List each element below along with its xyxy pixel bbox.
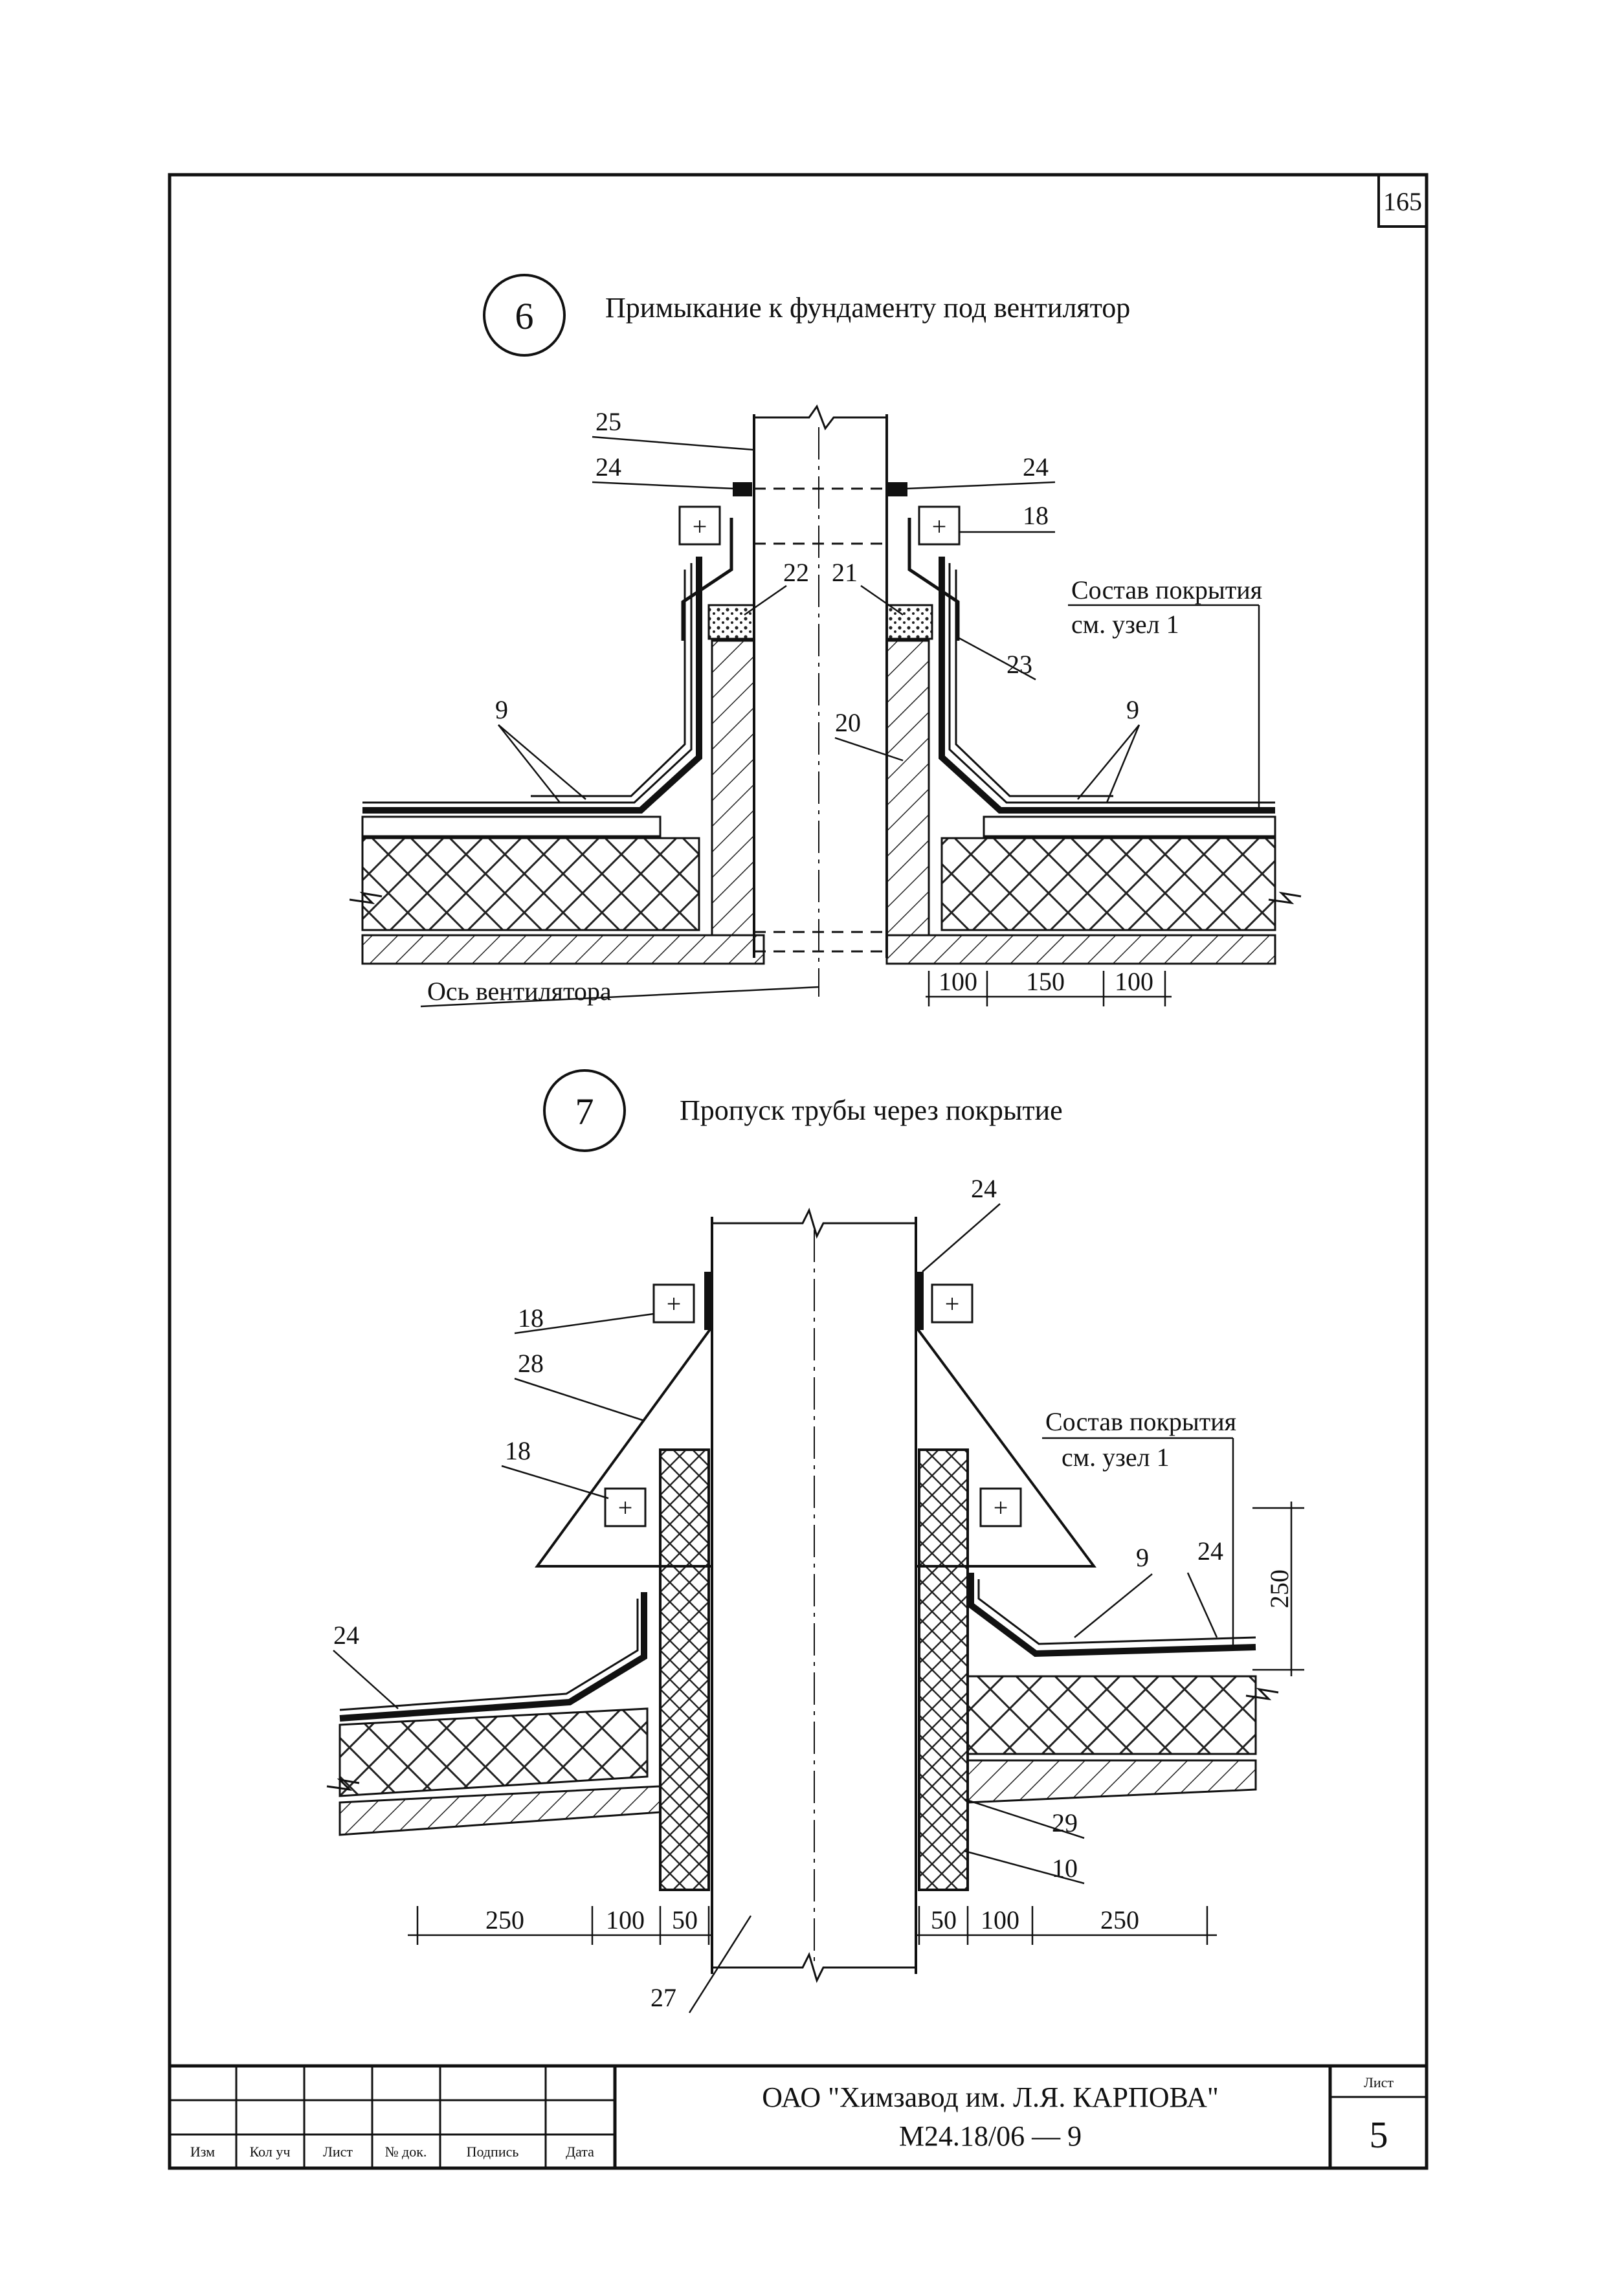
d6-note-line2: см. узел 1 xyxy=(1071,610,1179,639)
d7-membrane-right xyxy=(968,1573,1256,1658)
d7-callout-29: 29 xyxy=(1052,1808,1078,1837)
d7-clamp-mid-right xyxy=(979,1487,1022,1527)
stamp-header-list: Лист xyxy=(323,2144,353,2160)
d6-callout-25: 25 xyxy=(595,407,621,436)
d7-membrane-left xyxy=(339,1592,647,1722)
d7-clamp-mid-left xyxy=(604,1487,647,1527)
d6-screed-right xyxy=(983,815,1276,837)
d7-clamp-top-right xyxy=(931,1283,973,1324)
d7-insulation-right xyxy=(966,1675,1257,1755)
d6-callout-24-left: 24 xyxy=(595,452,621,482)
d6-screed-left xyxy=(361,815,662,837)
d7-dim-right-1: 50 xyxy=(931,1905,957,1935)
d6-callout-9-right: 9 xyxy=(1126,695,1139,724)
d6-clamp-right-plus: + xyxy=(932,512,947,541)
d6-membrane-left xyxy=(362,557,702,814)
d6-callout-18: 18 xyxy=(1023,501,1049,530)
d7-dim-right-3: 250 xyxy=(1100,1905,1139,1935)
stamp-header-date: Дата xyxy=(566,2144,594,2160)
d7-sleeve-right xyxy=(918,1448,969,1891)
d7-slab-right xyxy=(966,1759,1257,1804)
detail-7-title: Пропуск трубы через покрытие xyxy=(680,1094,1063,1126)
d7-callouts: 24 18 28 18 24 9 24 29 10 27 Состав покр… xyxy=(333,1174,1236,2013)
d6-slab-right xyxy=(885,934,1276,965)
d6-clamp-right xyxy=(918,505,961,546)
detail-7: 7 Пропуск трубы через покрытие + + + + xyxy=(326,1069,1304,2013)
d6-callouts: 25 24 24 18 22 21 23 20 9 9 Состав покры… xyxy=(420,407,1262,1008)
title-block: Изм Кол уч Лист № док. Подпись Дата ОАО … xyxy=(168,2064,1429,2170)
d7-callout-24-top: 24 xyxy=(971,1174,997,1203)
detail-6-title: Примыкание к фундаменту под вентилятор xyxy=(605,292,1130,324)
d6-foundation-right xyxy=(885,639,930,937)
stamp-header-doc: № док. xyxy=(385,2144,427,2160)
detail-6: 6 Примыкание к фундаменту под вентилятор xyxy=(349,274,1302,1008)
d7-callout-9: 9 xyxy=(1136,1543,1149,1572)
d7-callout-27: 27 xyxy=(651,1983,676,2012)
d7-callout-18-top: 18 xyxy=(518,1303,544,1333)
d7-callout-24-right: 24 xyxy=(1197,1536,1223,1566)
d6-clamp-left-plus: + xyxy=(693,512,707,541)
stamp-document-code: М24.18/06 — 9 xyxy=(899,2120,1082,2152)
d7-callout-18-mid: 18 xyxy=(505,1436,531,1465)
d6-dimensions: 100 150 100 xyxy=(926,967,1172,1006)
d7-insulation-left xyxy=(339,1707,649,1797)
detail-6-number: 6 xyxy=(515,295,534,337)
d7-callout-24-left: 24 xyxy=(333,1621,359,1650)
stamp-header-sign: Подпись xyxy=(467,2144,519,2160)
sheet-number-box xyxy=(1377,173,1428,228)
svg-text:+: + xyxy=(945,1289,960,1318)
d6-dim-1: 100 xyxy=(939,967,977,996)
sheet-frame xyxy=(168,173,1429,2170)
svg-text:+: + xyxy=(667,1289,682,1318)
detail-6-marker xyxy=(483,274,566,357)
d6-callout-21: 21 xyxy=(832,558,858,587)
d6-dim-2: 150 xyxy=(1026,967,1065,996)
d7-dim-vertical: 250 xyxy=(1252,1502,1304,1676)
d6-slab-left xyxy=(361,934,765,965)
svg-text:+: + xyxy=(618,1493,633,1522)
d6-sealant-left xyxy=(707,604,755,640)
stamp-sheet-value: 5 xyxy=(1370,2114,1388,2156)
stamp-header-kol: Кол уч xyxy=(250,2144,291,2160)
stamp-sheet-label: Лист xyxy=(1364,2074,1394,2090)
d6-foundation-left xyxy=(711,639,755,937)
d6-callout-9-left: 9 xyxy=(495,695,508,724)
stamp-header-izm: Изм xyxy=(190,2144,215,2160)
d6-membrane-right xyxy=(939,557,1275,814)
d6-insulation-left xyxy=(361,837,700,931)
d6-note-line1: Состав покрытия xyxy=(1071,575,1262,604)
d7-sleeve-left xyxy=(659,1448,710,1891)
d7-dim-vertical-text: 250 xyxy=(1265,1569,1294,1608)
d6-dim-3: 100 xyxy=(1115,967,1153,996)
d7-clamp-top-left xyxy=(652,1283,695,1324)
detail-7-marker xyxy=(543,1069,626,1152)
d6-sealant-right xyxy=(885,604,933,640)
detail-7-number: 7 xyxy=(575,1091,594,1133)
d7-dimensions: 250 100 50 50 100 250 xyxy=(408,1905,1217,1945)
svg-text:+: + xyxy=(994,1493,1008,1522)
d7-callout-28: 28 xyxy=(518,1349,544,1378)
d6-insulation-right xyxy=(940,837,1276,931)
d6-clamp-left xyxy=(678,505,721,546)
d7-umbrella xyxy=(535,1325,713,1568)
d6-callout-24-right: 24 xyxy=(1023,452,1049,482)
stamp-organization: ОАО "Химзавод им. Л.Я. КАРПОВА" xyxy=(762,2081,1219,2113)
d7-dim-left-3: 50 xyxy=(672,1905,698,1935)
d7-dim-left-2: 100 xyxy=(606,1905,645,1935)
d7-dim-right-2: 100 xyxy=(981,1905,1019,1935)
sheet-number: 165 xyxy=(1383,187,1422,216)
d7-dim-left-1: 250 xyxy=(485,1905,524,1935)
d6-callout-23: 23 xyxy=(1007,650,1032,679)
d6-callout-20: 20 xyxy=(835,708,861,737)
d6-callout-22: 22 xyxy=(783,558,809,587)
d7-note-line2: см. узел 1 xyxy=(1062,1443,1170,1472)
d7-note-line1: Состав покрытия xyxy=(1045,1407,1236,1436)
